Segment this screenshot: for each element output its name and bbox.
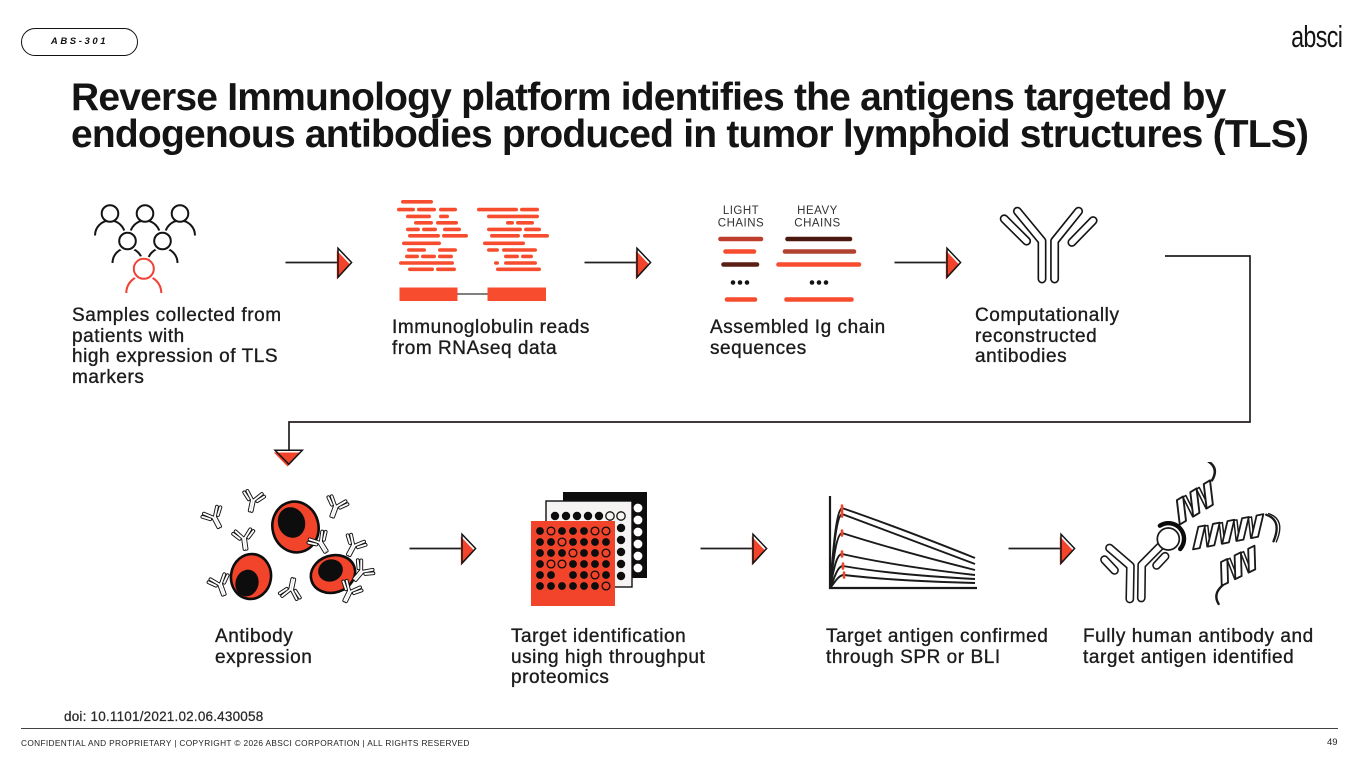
svg-text:HEAVY: HEAVY <box>797 205 838 217</box>
svg-text:CHAINS: CHAINS <box>718 218 764 230</box>
svg-text:LIGHT: LIGHT <box>723 205 759 217</box>
svg-text:CHAINS: CHAINS <box>794 218 840 230</box>
